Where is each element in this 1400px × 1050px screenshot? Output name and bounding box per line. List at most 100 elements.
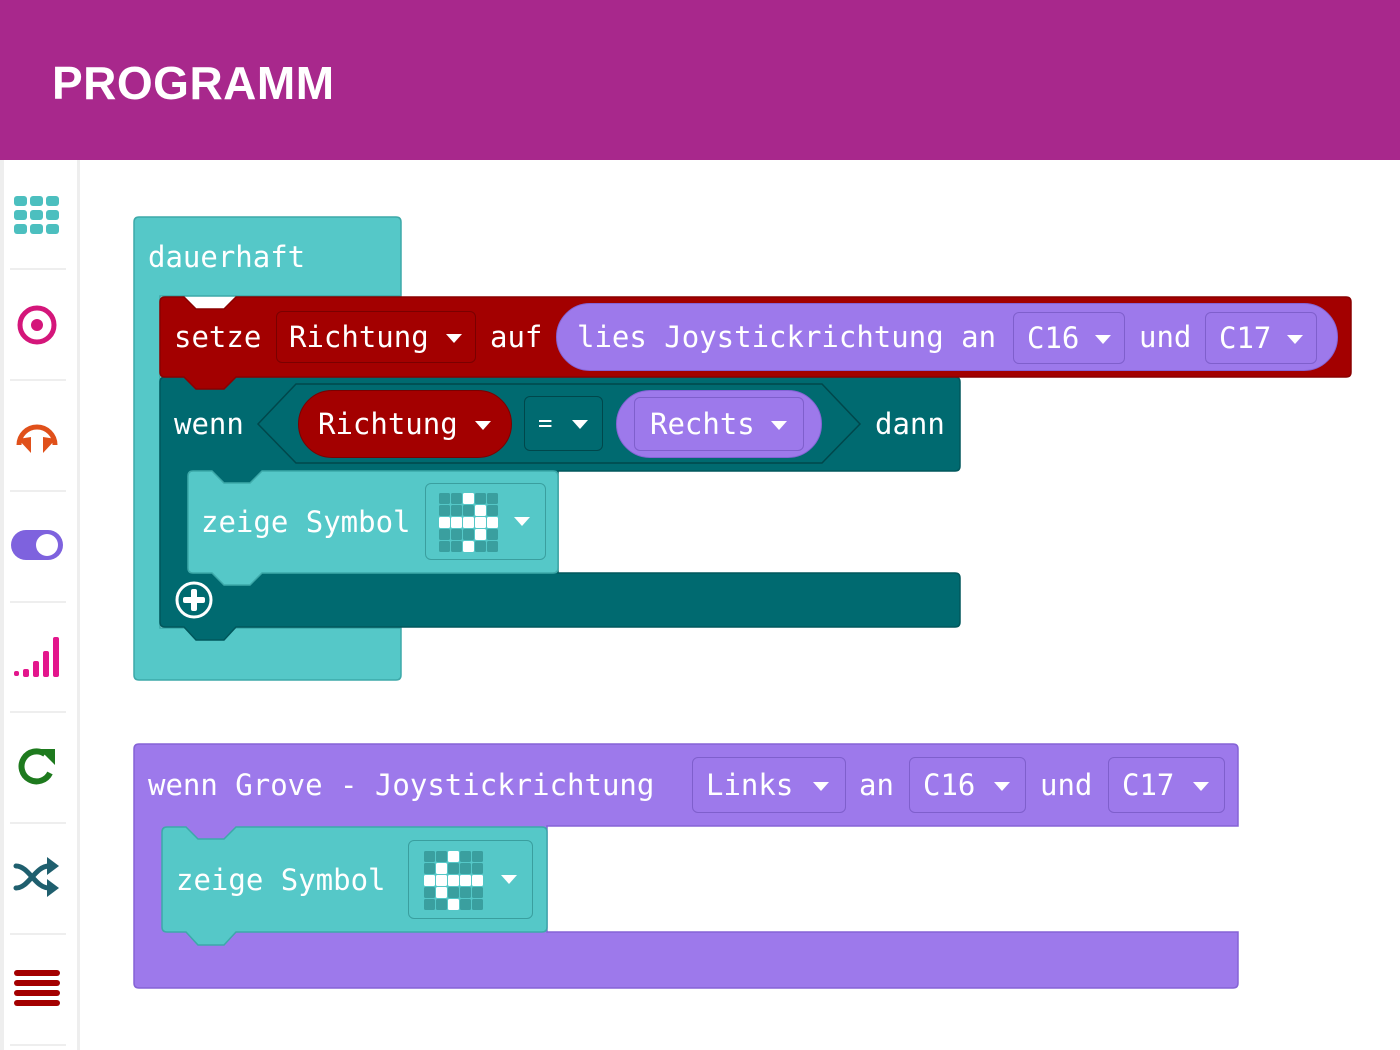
led-off [472,863,483,874]
led-off [451,529,462,540]
category-input[interactable] [8,270,66,380]
icon-picker-dropdown[interactable] [425,483,546,560]
divider [10,822,66,824]
variable-dropdown[interactable]: Richtung [276,311,476,363]
led-off [424,887,435,898]
icon-picker-dropdown[interactable] [408,840,533,919]
led-on [463,541,474,552]
if-then-label: dann [875,407,945,441]
event-pin2-dropdown[interactable]: C17 [1108,757,1225,813]
led-on [448,851,459,862]
event-block-label[interactable]: wenn Grove - Joystickrichtung [148,768,655,802]
divider [10,933,66,935]
led-off [487,493,498,504]
led-off [424,899,435,910]
led-off [475,493,486,504]
event-at-label: an [859,768,894,802]
category-loops[interactable] [8,712,66,822]
led-on [475,505,486,516]
led-off [448,887,459,898]
toggle-icon [11,530,63,560]
led-on [436,863,447,874]
show-icon-label[interactable]: zeige Symbol [176,863,386,897]
led-off [487,505,498,516]
led-off [451,505,462,516]
led-on [487,517,498,528]
variable-dropdown-value: Richtung [289,320,429,354]
led-off [424,863,435,874]
set-block-label[interactable]: setze [174,320,262,354]
led-on [475,529,486,540]
joystick-direction-reporter[interactable]: lies Joystickrichtung an C16 und C17 [556,303,1338,371]
operator-value: = [538,409,553,437]
variable-reporter[interactable]: Richtung [298,390,512,458]
pin1-value: C16 [1027,321,1080,355]
event-pin1-value: C16 [923,768,976,802]
signal-bars-icon [14,637,59,677]
category-music[interactable] [8,380,66,490]
chevron-down-icon [771,421,787,430]
direction-dropdown[interactable]: Rechts [634,397,804,451]
category-variables[interactable] [8,933,66,1043]
direction-value-reporter[interactable]: Rechts [616,390,822,458]
refresh-icon [18,748,55,785]
led-on [463,493,474,504]
led-on [439,517,450,528]
category-logic[interactable] [8,490,66,600]
led-on [460,875,471,886]
event-pin1-dropdown[interactable]: C16 [909,757,1026,813]
led-on [424,875,435,886]
led-on [436,887,447,898]
led-on [451,517,462,528]
show-icon-label[interactable]: zeige Symbol [201,505,411,539]
chevron-down-icon [446,334,462,343]
divider [10,711,66,713]
led-on [475,517,486,528]
category-radio[interactable] [8,602,66,712]
led-on [463,517,474,528]
header-bar: PROGRAMM [0,0,1400,160]
led-off [460,851,471,862]
led-matrix-preview [439,493,499,553]
led-off [472,899,483,910]
headphones-icon [16,424,58,453]
led-on [448,899,459,910]
led-matrix-preview [424,851,484,911]
page-title: PROGRAMM [52,57,335,109]
divider [10,601,66,603]
led-off [463,529,474,540]
led-off [439,493,450,504]
event-direction-dropdown[interactable]: Links [692,757,846,813]
chevron-down-icon [813,782,829,791]
category-basic[interactable] [8,160,66,270]
divider [10,268,66,270]
add-plus-icon[interactable] [174,580,214,620]
led-off [460,863,471,874]
set-to-label: auf [490,320,543,354]
led-on [472,875,483,886]
chevron-down-icon [501,875,517,884]
forever-block-shape [133,216,402,681]
led-off [487,541,498,552]
led-off [424,851,435,862]
reporter-and-label: und [1139,320,1192,354]
forever-block-label[interactable]: dauerhaft [148,240,306,274]
led-off [451,493,462,504]
category-math[interactable] [8,822,66,932]
led-off [439,541,450,552]
pin2-dropdown[interactable]: C17 [1205,312,1317,364]
led-off [436,851,447,862]
led-off [472,887,483,898]
if-block-label[interactable]: wenn [174,407,244,441]
list-lines-icon [14,970,60,1006]
led-off [472,851,483,862]
operator-dropdown[interactable]: = [524,396,603,451]
led-on [436,875,447,886]
led-off [463,505,474,516]
pin1-dropdown[interactable]: C16 [1013,312,1125,364]
grid-icon [14,196,59,234]
reporter-label: lies Joystickrichtung an [577,320,997,354]
chevron-down-icon [475,421,491,430]
led-off [448,863,459,874]
led-off [487,529,498,540]
